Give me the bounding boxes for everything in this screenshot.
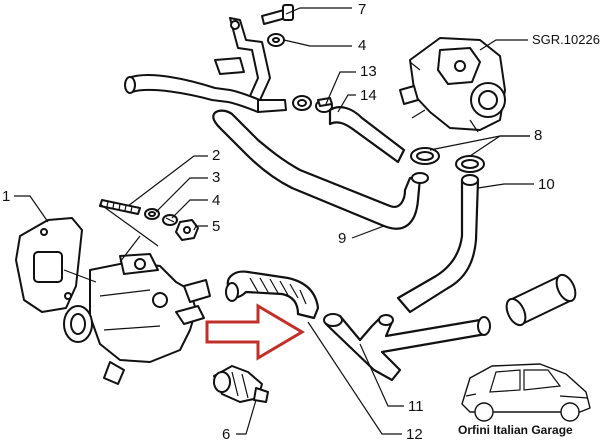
- leader-lines: [14, 7, 534, 435]
- gasket-1: [15, 217, 83, 313]
- callout-3: 3: [212, 169, 220, 186]
- temperature-sensor-6: [213, 365, 269, 403]
- callout-4-top: 4: [358, 37, 366, 54]
- hose-clamp-13: [315, 97, 333, 113]
- top-bolt: [261, 4, 294, 25]
- callout-6: 6: [222, 426, 230, 441]
- callout-1: 1: [2, 188, 10, 205]
- thermostat-housing: [63, 253, 211, 385]
- hose-9: [212, 109, 422, 230]
- callout-11: 11: [408, 398, 424, 415]
- hose-12: [225, 270, 320, 320]
- hose-clamp-8b: [455, 155, 485, 173]
- nut-5: [175, 219, 199, 241]
- car-illustration: [461, 363, 591, 422]
- hose-10: [396, 178, 480, 314]
- upper-metal-pipe: [124, 17, 287, 113]
- throttle-body-reference: [399, 37, 506, 133]
- metal-pipe-11: [324, 314, 488, 382]
- hose-14: [328, 106, 406, 164]
- callout-4-left: 4: [212, 192, 220, 209]
- callout-10: 10: [538, 176, 555, 193]
- hose-clamp-8a: [410, 147, 440, 165]
- indicator-arrow: [205, 303, 305, 361]
- callout-8: 8: [534, 127, 542, 144]
- callout-13: 13: [360, 63, 377, 80]
- washer-3: [144, 208, 160, 220]
- hose-sleeve: [505, 273, 577, 327]
- callout-14: 14: [360, 87, 377, 104]
- reference-label: SGR.10226: [532, 32, 600, 47]
- spring-washer-4: [162, 214, 178, 226]
- callout-12: 12: [406, 426, 423, 441]
- callout-7: 7: [358, 1, 366, 18]
- callout-9: 9: [338, 230, 346, 247]
- brand-caption: Orfini Italian Garage: [458, 423, 573, 437]
- callout-5: 5: [212, 218, 220, 235]
- callout-2: 2: [212, 147, 220, 164]
- top-spacer: [267, 33, 285, 47]
